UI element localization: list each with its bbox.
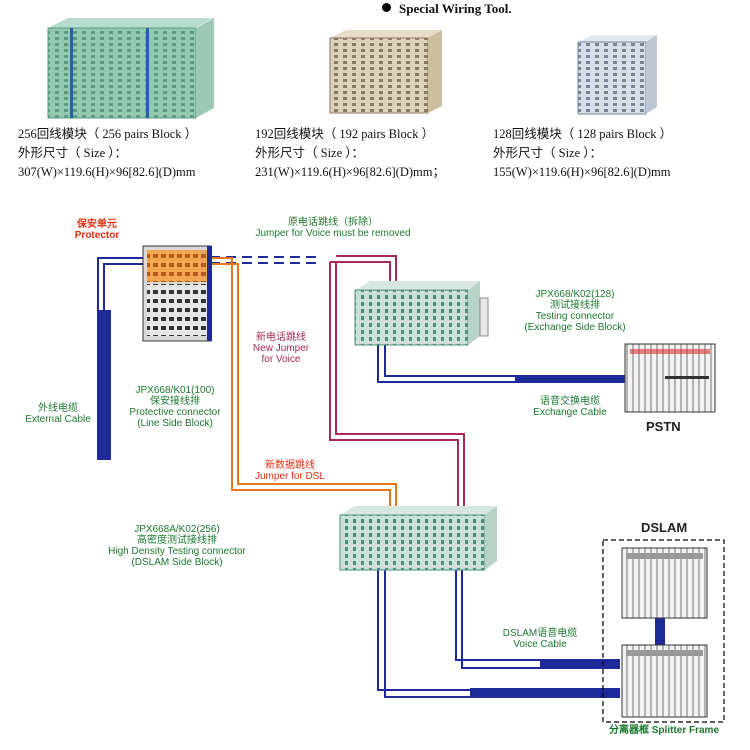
exchange-cable xyxy=(377,340,625,383)
pstn-switch-image xyxy=(624,343,716,413)
line-block-cn: 保安接线排 xyxy=(150,396,200,407)
dslam-rack-image xyxy=(621,547,708,619)
line-block-label: JPX668/K01(100) 保安接线排 Protective connect… xyxy=(115,385,235,429)
block-256-name: 256回线模块（ 256 pairs Block ） xyxy=(18,127,198,141)
block-192-image xyxy=(329,30,442,114)
block-192-size-label: 外形尺寸（ Size ）： xyxy=(255,146,365,160)
line-block-model: JPX668/K01(100) xyxy=(135,385,215,396)
block-256-image xyxy=(47,18,214,119)
exchange-block-label: JPX668/K02(128) 测试接线排 Testing connector … xyxy=(505,289,645,333)
voice-cable xyxy=(455,560,620,669)
external-cable-bundle xyxy=(99,310,111,460)
exchange-block-en1: Testing connector xyxy=(535,311,615,322)
exchange-side-block-image xyxy=(354,281,489,346)
exchange-cable-cn: 语音交换电缆 xyxy=(540,396,600,407)
external-cable-cn: 外线电缆 xyxy=(38,403,78,414)
dslam-block-en1: High Density Testing connector xyxy=(108,546,246,557)
dslam-block-label: JPX668A/K02(256) 高密度测试接线排 High Density T… xyxy=(92,524,262,568)
dsl-jumper-label: 新数据跳线 Jumper for DSL xyxy=(250,460,330,482)
dslam-frame-border xyxy=(602,539,725,723)
protector-label-cn: 保安单元 xyxy=(77,219,117,230)
removed-jumper-label-cn: 原电话跳线（拆除） xyxy=(288,217,378,228)
block-128-name: 128回线模块（ 128 pairs Block ） xyxy=(493,127,673,141)
block-256-dims: 307(W)×119.6(H)×96[82.6](D)mm xyxy=(18,165,196,179)
external-cable-label: 外线电缆 External Cable xyxy=(18,403,98,425)
dslam-side-block-image xyxy=(339,506,497,571)
dsl-jumper-en: Jumper for DSL xyxy=(254,471,326,482)
dslam-block-en2: (DSLAM Side Block) xyxy=(131,557,223,568)
block-256-size-label: 外形尺寸（ Size ）： xyxy=(18,146,128,160)
dslam-block-model: JPX668A/K02(256) xyxy=(134,524,220,535)
pstn-label: PSTN xyxy=(646,419,681,434)
exchange-block-cn: 测试接线排 xyxy=(550,300,600,311)
voice-cable-label: DSLAM语音电缆 Voice Cable xyxy=(490,628,590,650)
new-jumper-label: 新电话跳线 New Jumper for Voice xyxy=(250,332,312,365)
external-cable-en: External Cable xyxy=(25,414,91,425)
voice-cable-bundle xyxy=(540,660,620,668)
dsl-jumper xyxy=(212,257,397,512)
page-title: Special Wiring Tool. xyxy=(382,1,512,17)
block-192-spec: 192回线模块（ 192 pairs Block ） 外形尺寸（ Size ）：… xyxy=(255,125,445,182)
line-block-en1: Protective connector xyxy=(129,407,221,418)
splitter-frame-label: 分离器框 Splitter Frame xyxy=(608,725,720,736)
dslam-block-cn: 高密度测试接线排 xyxy=(137,535,217,546)
removed-jumper-label: 原电话跳线（拆除） Jumper for Voice must be remov… xyxy=(238,217,428,239)
voice-cable-cn: DSLAM语音电缆 xyxy=(502,628,578,639)
dsl-jumper-cn: 新数据跳线 xyxy=(265,460,315,471)
new-voice-jumper xyxy=(329,255,465,512)
exchange-cable-label: 语音交换电缆 Exchange Cable xyxy=(520,396,620,418)
block-256-spec: 256回线模块（ 256 pairs Block ） 外形尺寸（ Size ）：… xyxy=(18,125,197,182)
voice-cable-en: Voice Cable xyxy=(513,639,567,650)
block-128-image xyxy=(577,35,657,115)
title-text: Special Wiring Tool. xyxy=(399,1,512,16)
line-side-block-image xyxy=(142,245,212,342)
removed-jumper-label-en: Jumper for Voice must be removed xyxy=(255,228,411,239)
splitter-cable-bundle xyxy=(470,688,620,698)
block-128-dims: 155(W)×119.6(H)×96[82.6](D)mm xyxy=(493,165,671,179)
exchange-block-model: JPX668/K02(128) xyxy=(535,289,615,300)
new-jumper-label-en2: for Voice xyxy=(261,354,301,365)
protector-label-en: Protector xyxy=(74,230,120,241)
dslam-splitter-link xyxy=(655,617,665,647)
exchange-block-en2: (Exchange Side Block) xyxy=(524,322,626,333)
block-192-name: 192回线模块（ 192 pairs Block ） xyxy=(255,127,435,141)
dslam-label: DSLAM xyxy=(641,520,688,535)
line-block-en2: (Line Side Block) xyxy=(137,418,213,429)
splitter-rack-image xyxy=(621,644,708,718)
block-128-spec: 128回线模块（ 128 pairs Block ） 外形尺寸（ Size ）：… xyxy=(493,125,672,182)
exchange-cable-en: Exchange Cable xyxy=(533,407,607,418)
new-jumper-label-en1: New Jumper xyxy=(252,343,310,354)
block-192-dims: 231(W)×119.6(H)×96[82.6](D)mm； xyxy=(255,165,445,179)
new-jumper-label-cn: 新电话跳线 xyxy=(256,332,306,343)
protector-label: 保安单元 Protector xyxy=(62,219,132,241)
exchange-cable-bundle xyxy=(515,376,625,383)
block-128-size-label: 外形尺寸（ Size ）： xyxy=(493,146,603,160)
bullet-icon xyxy=(382,3,391,12)
